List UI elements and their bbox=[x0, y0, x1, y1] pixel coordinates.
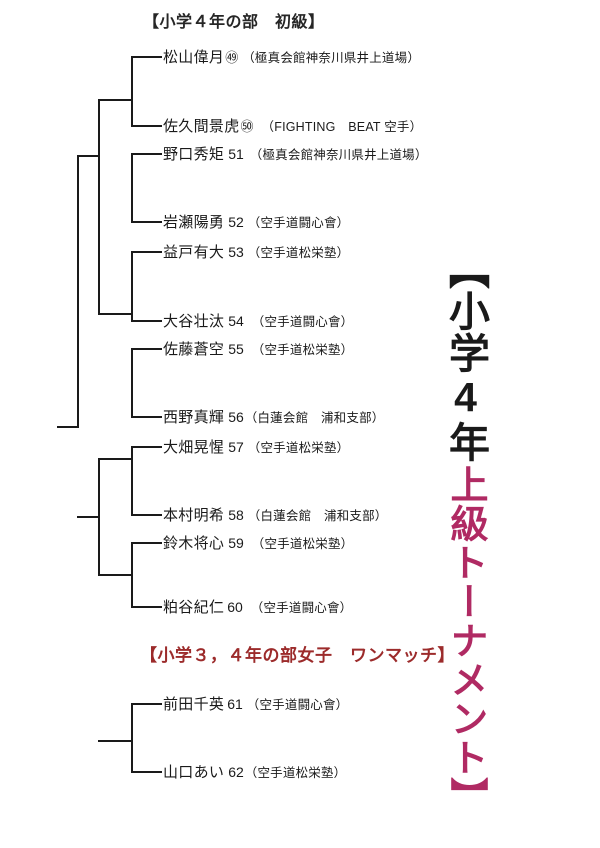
entry-dojo: （空手道闘心會） bbox=[247, 216, 350, 230]
bracket-entry[interactable]: 鈴木将心 59 （空手道松栄塾） bbox=[163, 532, 353, 553]
bracket-round3-bottom-lower-feed bbox=[98, 574, 132, 576]
bracket-round3-top-lower-feed bbox=[98, 313, 132, 315]
bracket-round4-feed-bottom bbox=[77, 516, 99, 518]
entry-name: 松山偉月 bbox=[163, 49, 225, 66]
entry-number: 53 bbox=[228, 244, 244, 260]
bracket-entry[interactable]: 粕谷紀仁 60 （空手道闘心會） bbox=[163, 596, 352, 617]
entry-name: 前田千英 bbox=[163, 696, 225, 713]
bracket-leaf-50 bbox=[131, 125, 162, 127]
onematch-entry[interactable]: 前田千英 61 （空手道闘心會） bbox=[163, 693, 348, 714]
bracket-entry[interactable]: 益戸有大 53 （空手道松栄塾） bbox=[163, 241, 349, 262]
bracket-entry[interactable]: 西野真輝 56 （白蓮会館 浦和支部） bbox=[163, 406, 384, 427]
bracket-leaf-56 bbox=[131, 416, 162, 418]
entry-number: 59 bbox=[228, 535, 244, 551]
vertical-banner-bottom-text: 上級トーナメント】 bbox=[444, 465, 486, 816]
entry-name: 野口秀矩 bbox=[163, 146, 225, 163]
bracket-leaf-52 bbox=[131, 221, 162, 223]
bracket-entry[interactable]: 本村明希 58 （白蓮会館 浦和支部） bbox=[163, 504, 387, 525]
bracket-entry[interactable]: 松山偉月 ㊾ （極真会館神奈川県井上道場） bbox=[163, 46, 420, 67]
bracket-root-stub bbox=[57, 426, 79, 428]
bracket-entry[interactable]: 大谷壮汰 54 （空手道闘心會） bbox=[163, 310, 353, 331]
entry-number: 54 bbox=[228, 313, 244, 329]
entry-name: 佐久間景虎 bbox=[163, 118, 240, 135]
onematch-leaf-62 bbox=[131, 771, 162, 773]
entry-name: 大谷壮汰 bbox=[163, 313, 225, 330]
entry-number: 52 bbox=[228, 214, 244, 230]
onematch-leaf-61 bbox=[131, 703, 162, 705]
entry-dojo: （空手道闘心會） bbox=[251, 315, 354, 329]
bracket-round3-bottom-upper-feed bbox=[98, 458, 132, 460]
bracket-round2-vertical-3 bbox=[131, 251, 133, 322]
bracket-entry[interactable]: 佐久間景虎 ㊿ （FIGHTING BEAT 空手） bbox=[163, 115, 422, 136]
entry-name: 岩瀬陽勇 bbox=[163, 214, 225, 231]
onematch-root-stub bbox=[98, 740, 131, 742]
entry-number: ㊿ bbox=[240, 119, 254, 134]
vertical-banner: 【小学4年 上級トーナメント】 bbox=[432, 248, 498, 816]
bracket-round4-vertical bbox=[77, 155, 79, 428]
entry-dojo: （空手道闘心會） bbox=[250, 601, 353, 615]
bracket-leaf-51 bbox=[131, 153, 162, 155]
bracket-leaf-54 bbox=[131, 320, 162, 322]
entry-name: 益戸有大 bbox=[163, 244, 225, 261]
bracket-leaf-55 bbox=[131, 348, 162, 350]
bracket-round2-vertical-5 bbox=[131, 446, 133, 516]
bracket-round3-vertical-upper-half bbox=[98, 99, 100, 314]
bracket-entry[interactable]: 大畑晃惺 57 （空手道松栄塾） bbox=[163, 436, 349, 457]
entry-dojo: （FIGHTING BEAT 空手） bbox=[261, 120, 423, 134]
bracket-round2-vertical-4 bbox=[131, 348, 133, 418]
entry-number: 55 bbox=[228, 341, 244, 357]
bracket-leaf-49 bbox=[131, 56, 162, 58]
bracket-round2-vertical-1 bbox=[131, 56, 133, 127]
entry-number: 61 bbox=[227, 696, 243, 712]
entry-name: 大畑晃惺 bbox=[163, 439, 225, 456]
entry-number: 60 bbox=[227, 599, 243, 615]
entry-name: 鈴木将心 bbox=[163, 535, 225, 552]
entry-dojo: （空手道松栄塾） bbox=[251, 343, 354, 357]
bracket-leaf-59 bbox=[131, 542, 162, 544]
entry-name: 本村明希 bbox=[163, 507, 225, 524]
girls-one-match-title: 【小学３，４年の部女子 ワンマッチ】 bbox=[140, 646, 455, 665]
entry-dojo: （空手道松栄塾） bbox=[247, 246, 350, 260]
bracket-entry[interactable]: 岩瀬陽勇 52 （空手道闘心會） bbox=[163, 211, 349, 232]
entry-number: 62 bbox=[228, 764, 244, 780]
entry-dojo: （白蓮会館 浦和支部） bbox=[247, 509, 388, 523]
entry-number: ㊾ bbox=[225, 50, 239, 65]
entry-dojo: （空手道松栄塾） bbox=[244, 766, 347, 780]
entry-name: 佐藤蒼空 bbox=[163, 341, 225, 358]
bracket-round3-vertical-lower-half bbox=[98, 458, 100, 576]
onematch-entry[interactable]: 山口あい 62 （空手道松栄塾） bbox=[163, 761, 346, 782]
entry-dojo: （空手道松栄塾） bbox=[247, 441, 350, 455]
entry-name: 山口あい bbox=[163, 764, 225, 781]
entry-dojo: （空手道闘心會） bbox=[246, 698, 349, 712]
entry-number: 56 bbox=[228, 409, 244, 425]
bracket-leaf-58 bbox=[131, 514, 162, 516]
entry-dojo: （白蓮会館 浦和支部） bbox=[244, 411, 385, 425]
beginner-division-title: 【小学４年の部 初級】 bbox=[143, 14, 325, 31]
bracket-entry[interactable]: 佐藤蒼空 55 （空手道松栄塾） bbox=[163, 338, 353, 359]
bracket-round4-feed-top bbox=[77, 155, 99, 157]
bracket-round2-vertical-2 bbox=[131, 153, 133, 223]
entry-name: 西野真輝 bbox=[163, 409, 225, 426]
entry-dojo: （極真会館神奈川県井上道場） bbox=[249, 148, 428, 162]
entry-number: 57 bbox=[228, 439, 244, 455]
bracket-leaf-60 bbox=[131, 606, 162, 608]
vertical-banner-top-text: 【小学4年 bbox=[442, 248, 489, 463]
bracket-leaf-53 bbox=[131, 251, 162, 253]
onematch-vertical bbox=[131, 703, 133, 773]
entry-name: 粕谷紀仁 bbox=[163, 599, 225, 616]
entry-number: 51 bbox=[228, 146, 244, 162]
bracket-entry[interactable]: 野口秀矩 51 （極真会館神奈川県井上道場） bbox=[163, 143, 428, 164]
bracket-round3-top-upper-feed bbox=[98, 99, 132, 101]
entry-dojo: （空手道松栄塾） bbox=[251, 537, 354, 551]
bracket-leaf-57 bbox=[131, 446, 162, 448]
entry-number: 58 bbox=[228, 507, 244, 523]
bracket-round2-vertical-6 bbox=[131, 542, 133, 608]
entry-dojo: （極真会館神奈川県井上道場） bbox=[242, 51, 421, 65]
